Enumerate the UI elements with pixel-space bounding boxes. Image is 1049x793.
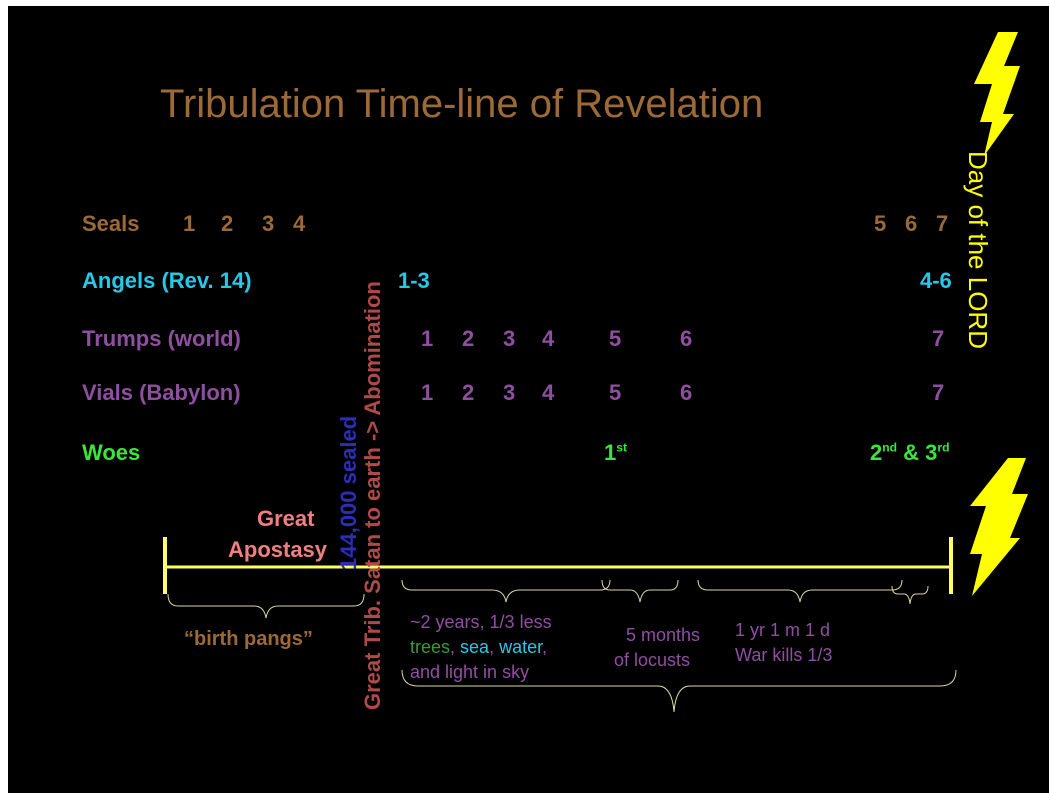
seal-4: 4	[293, 211, 306, 236]
lightning-bolt-bottom-icon	[970, 458, 1028, 596]
woe-first: 1st	[604, 440, 628, 465]
lightning-bolt-top-icon	[974, 32, 1020, 156]
brace-five-months	[601, 579, 679, 603]
trump-1: 1	[421, 326, 434, 351]
vial-3: 3	[503, 380, 516, 405]
vial-6: 6	[680, 380, 693, 405]
day-of-the-lord-label: Day of the LORD	[963, 151, 993, 349]
vial-4: 4	[542, 380, 555, 405]
trump-2: 2	[462, 326, 475, 351]
brace-short	[891, 585, 929, 605]
great-trib-abomination-label: Great Trib. Satan to earth -> Abominatio…	[360, 281, 385, 710]
period-five-months-line1: 5 months	[626, 625, 701, 645]
period-one-year-line2: War kills 1/3	[735, 645, 833, 665]
seal-6: 6	[905, 211, 918, 236]
brace-two-years	[401, 579, 611, 603]
seal-1: 1	[183, 211, 196, 236]
brace-birth-pangs	[167, 593, 365, 619]
trump-6: 6	[680, 326, 693, 351]
trump-4: 4	[542, 326, 555, 351]
great-apostasy-line2: Apostasy	[228, 537, 328, 562]
period-two-years-line1: ~2 years, 1/3 less	[410, 612, 552, 632]
brace-overall	[401, 669, 957, 713]
vial-5: 5	[609, 380, 622, 405]
slide: Tribulation Time-line of Revelation Seal…	[8, 6, 1049, 793]
vials-label: Vials (Babylon)	[82, 380, 241, 405]
brace-one-year	[697, 579, 903, 603]
angels-4-6: 4-6	[920, 268, 952, 293]
vial-1: 1	[421, 380, 434, 405]
woe-second-third: 2nd & 3rd	[870, 440, 950, 465]
seal-2: 2	[221, 211, 234, 236]
diagram-graphics	[163, 32, 1028, 713]
vial-7: 7	[932, 380, 945, 405]
great-apostasy-line1: Great	[257, 506, 315, 531]
period-one-year-line1: 1 yr 1 m 1 d	[735, 620, 831, 640]
page-title: Tribulation Time-line of Revelation	[160, 82, 764, 126]
period-five-months-line2: of locusts	[614, 650, 691, 670]
seal-7: 7	[936, 211, 949, 236]
seals-label: Seals	[82, 211, 140, 236]
sealed-144000-label: 144,000 sealed	[336, 415, 361, 570]
period-two-years-line2: trees, sea, water,	[410, 637, 548, 657]
period-two-years-line3: and light in sky	[410, 662, 530, 682]
seal-5: 5	[874, 211, 887, 236]
seal-3: 3	[262, 211, 275, 236]
angels-label: Angels (Rev. 14)	[82, 268, 252, 293]
birth-pangs-label: “birth pangs”	[184, 628, 313, 650]
trump-5: 5	[609, 326, 622, 351]
trump-7: 7	[932, 326, 945, 351]
vial-2: 2	[462, 380, 475, 405]
trumps-label: Trumps (world)	[82, 326, 241, 351]
trump-3: 3	[503, 326, 516, 351]
woes-label: Woes	[82, 440, 141, 465]
angels-1-3: 1-3	[398, 268, 430, 293]
